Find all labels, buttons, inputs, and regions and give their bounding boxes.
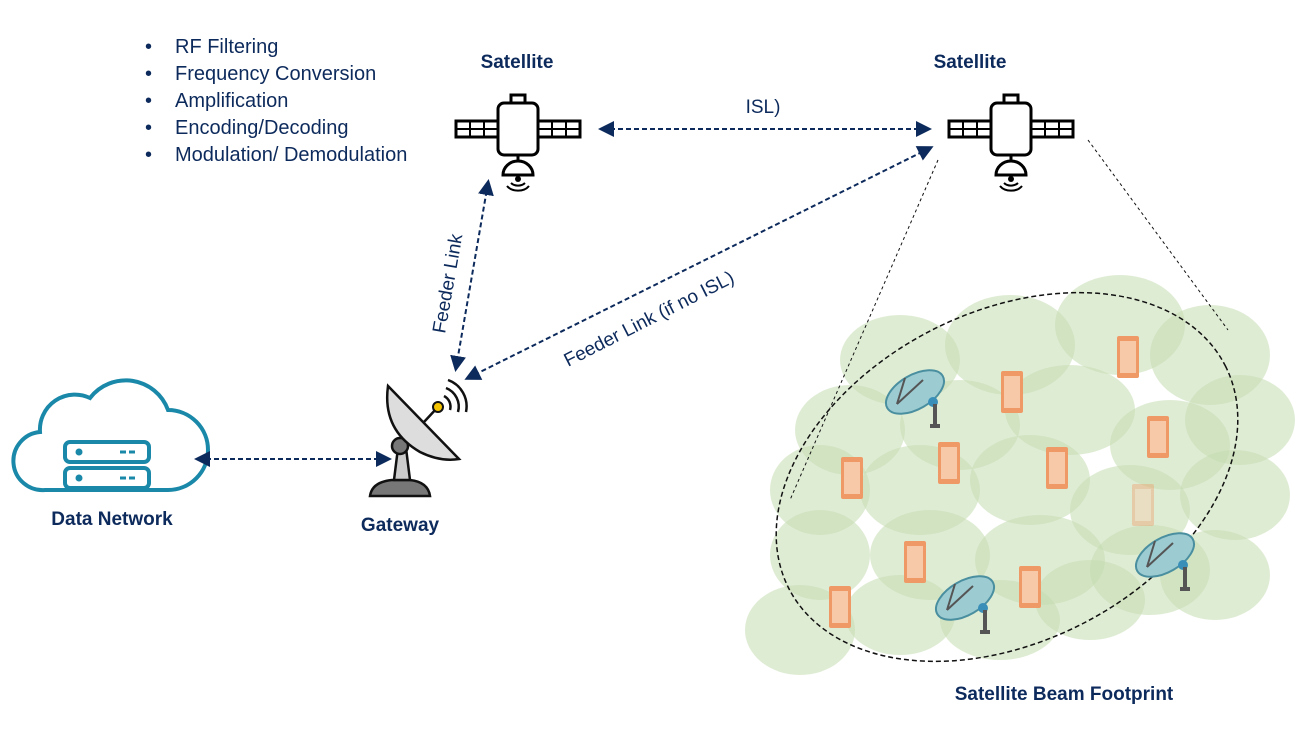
- feeder-link-label: Feeder Link: [429, 232, 467, 335]
- phone-icon: [1019, 566, 1041, 608]
- list-bullet: •: [145, 117, 152, 139]
- satellite-icon: [454, 93, 582, 193]
- isl-label: ISL): [746, 97, 781, 118]
- data-network-label: Data Network: [51, 509, 173, 530]
- list-item: Encoding/Decoding: [175, 117, 348, 139]
- phone-icon: [829, 586, 851, 628]
- satellite-right-label: Satellite: [934, 52, 1007, 73]
- satellite-left-label: Satellite: [481, 52, 554, 73]
- beam-footprint-boundary: [775, 291, 1239, 663]
- beam-edge-line: [789, 159, 939, 501]
- phone-icon: [1001, 371, 1023, 413]
- feeder-link-alt-label: Feeder Link (if no ISL): [561, 267, 738, 371]
- list-bullet: •: [145, 63, 152, 85]
- feeder-link-arrow: [450, 179, 494, 372]
- list-bullet: •: [145, 144, 152, 166]
- list-bullet: •: [145, 36, 152, 58]
- satellite-icon: [947, 93, 1075, 193]
- beam-cells: [745, 275, 1295, 675]
- list-bullet: •: [145, 90, 152, 112]
- gateway-label: Gateway: [361, 515, 440, 536]
- phone-icon: [938, 442, 960, 484]
- list-item: Modulation/ Demodulation: [175, 144, 407, 166]
- list-item: Amplification: [175, 90, 288, 112]
- phone-icon: [841, 457, 863, 499]
- footprint-label: Satellite Beam Footprint: [955, 684, 1174, 705]
- gateway-dish-icon: [368, 378, 468, 498]
- feeder-link-alt-arrow: [464, 146, 934, 380]
- phone-icon: [1046, 447, 1068, 489]
- phone-icon: [1117, 336, 1139, 378]
- data-network-cloud-icon: [11, 378, 210, 493]
- functions-list: • RF Filtering • Frequency Conversion • Amp…: [145, 36, 407, 166]
- phone-icon: [1147, 416, 1169, 458]
- phone-icon: [904, 541, 926, 583]
- list-item: RF Filtering: [175, 36, 278, 58]
- list-item: Frequency Conversion: [175, 63, 376, 85]
- phone-icon: [1132, 484, 1154, 526]
